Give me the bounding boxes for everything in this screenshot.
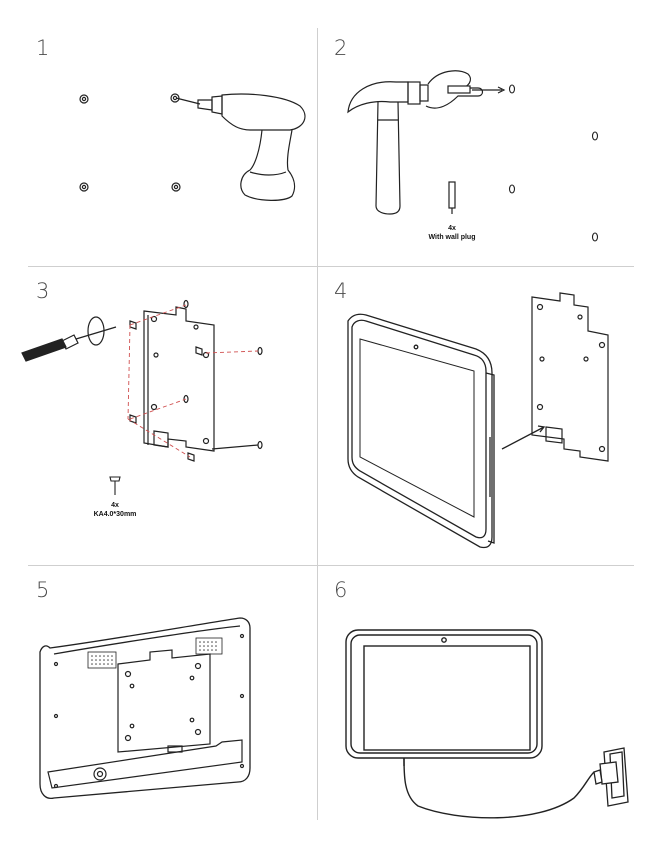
step-1-number: 1: [36, 36, 50, 60]
screw-icon: [109, 476, 121, 495]
tablet-powered-icon: [345, 629, 629, 819]
tablet-back-icon: [39, 617, 251, 800]
tablet-icon: [347, 292, 609, 549]
step-6-number: 6: [334, 578, 348, 602]
power-adapter-icon: [593, 761, 619, 785]
step-4-panel: 4: [318, 267, 662, 565]
drill-icon: [79, 93, 306, 201]
step-3-caption-text: KA4.0*30mm: [93, 511, 137, 518]
wall-plug-icon: [448, 181, 456, 214]
step-2-caption-count: 4x: [448, 225, 456, 232]
vertical-divider: [317, 28, 318, 820]
horizontal-divider-top: [28, 266, 634, 267]
step-6-panel: 6: [318, 566, 662, 856]
step-3-caption-count: 4x: [111, 502, 119, 509]
step-3-panel: 3: [0, 267, 317, 565]
step-2-panel: 2: [318, 0, 662, 266]
step-1-panel: 1: [0, 0, 317, 266]
step-4-number: 4: [334, 279, 348, 303]
step-2-number: 2: [334, 36, 348, 60]
step-2-caption-text: With wall plug: [428, 234, 476, 241]
screwdriver-icon: [21, 299, 263, 495]
hammer-icon: [347, 70, 599, 242]
step-3-number: 3: [36, 279, 50, 303]
step-5-panel: 5: [0, 566, 317, 856]
horizontal-divider-bottom: [28, 565, 634, 566]
mounting-bracket-icon: [531, 292, 609, 462]
step-5-number: 5: [36, 578, 50, 602]
